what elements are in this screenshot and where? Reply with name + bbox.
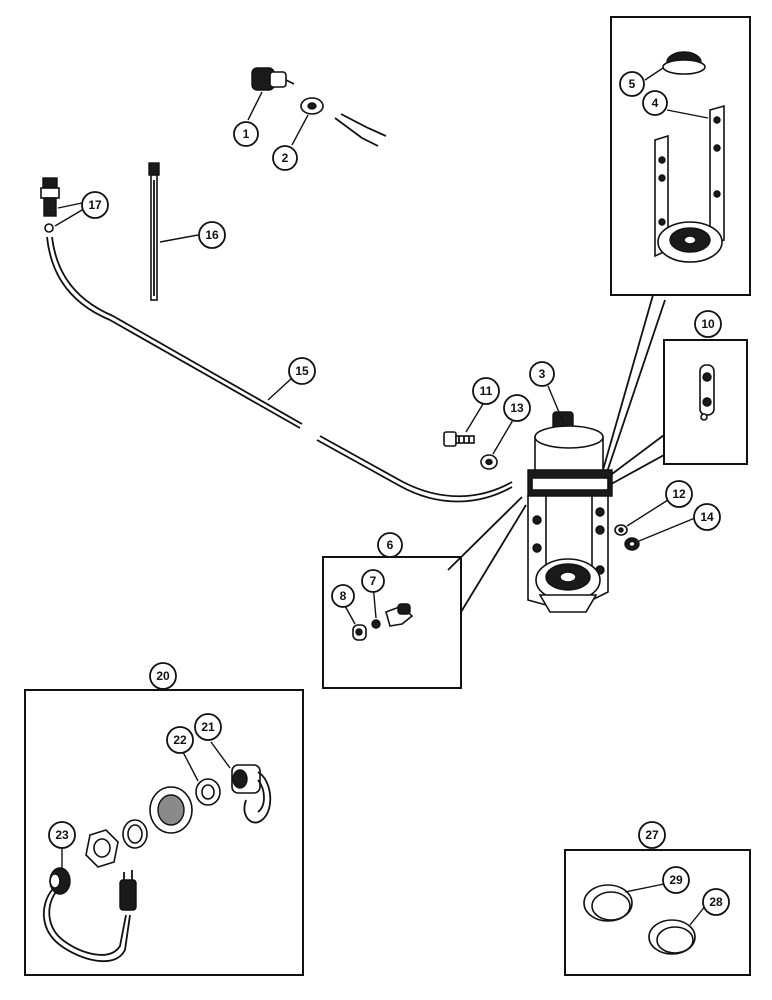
callout-2-label: 2: [282, 151, 289, 165]
part-4-bracket: [654, 104, 725, 263]
callout-12: 12: [665, 480, 693, 508]
callout-4: 4: [642, 90, 668, 116]
inset-box-sleeves: [564, 849, 751, 976]
callout-15: 15: [288, 357, 316, 385]
inset-box-heater-kit: [24, 689, 304, 976]
callout-14: 14: [693, 503, 721, 531]
callout-13-label: 13: [510, 401, 524, 415]
part-5-cap: [644, 51, 706, 81]
part-11-bolt: [443, 403, 484, 447]
callout-11: 11: [472, 377, 500, 405]
callout-12-label: 12: [672, 487, 686, 501]
part-12-14-washer-nut: [614, 499, 696, 551]
callout-16-label: 16: [205, 228, 219, 242]
callout-2: 2: [272, 145, 298, 171]
callout-27-label: 27: [645, 828, 659, 842]
callout-17: 17: [81, 191, 109, 219]
callout-5: 5: [619, 71, 645, 97]
part-17-fitting: [40, 177, 83, 233]
callout-11-label: 11: [480, 384, 493, 398]
callout-16: 16: [198, 221, 226, 249]
callout-22-label: 22: [173, 733, 187, 747]
callout-13: 13: [503, 394, 531, 422]
callout-1: 1: [233, 121, 259, 147]
callout-7: 7: [361, 569, 385, 593]
part-20-heater-cord-kit: [42, 741, 272, 963]
callout-10-label: 10: [701, 317, 715, 331]
callout-23-label: 23: [55, 828, 69, 842]
part-27-sleeves: [583, 883, 707, 955]
callout-29-label: 29: [669, 873, 683, 887]
callout-5-label: 5: [629, 77, 636, 91]
callout-27: 27: [638, 821, 666, 849]
callout-15-label: 15: [295, 364, 309, 378]
callout-28: 28: [702, 888, 730, 916]
part-3-heater-assembly: [527, 385, 613, 613]
callout-6: 6: [377, 532, 403, 558]
callout-20: 20: [149, 662, 177, 690]
callout-6-label: 6: [387, 538, 394, 552]
callout-28-label: 28: [709, 895, 723, 909]
callout-8: 8: [331, 584, 355, 608]
callout-3: 3: [529, 361, 555, 387]
callout-23: 23: [48, 821, 76, 849]
inset-box-bracket: [610, 16, 751, 296]
callout-21-label: 21: [201, 720, 215, 734]
part-13-washer: [480, 419, 514, 470]
callout-3-label: 3: [539, 367, 546, 381]
callout-17-label: 17: [88, 198, 102, 212]
part-16-cable-tie: [148, 162, 199, 301]
callout-7-label: 7: [370, 574, 377, 588]
callout-8-label: 8: [340, 589, 347, 603]
callout-1-label: 1: [243, 127, 250, 141]
part-10-clamp: [699, 364, 715, 421]
part-1-plug: [247, 67, 295, 121]
callout-20-label: 20: [156, 669, 170, 683]
part-6-fittings: [343, 583, 414, 641]
callout-22: 22: [166, 726, 194, 754]
part-15-tubing: [46, 236, 513, 503]
inset-connector-lines: [447, 294, 666, 613]
callout-29: 29: [662, 866, 690, 894]
part-2-nut-wires: [291, 97, 387, 147]
callout-21: 21: [194, 713, 222, 741]
callout-14-label: 14: [700, 510, 714, 524]
callout-10: 10: [694, 310, 722, 338]
inset-box-clamp: [663, 339, 748, 465]
callout-4-label: 4: [652, 96, 659, 110]
